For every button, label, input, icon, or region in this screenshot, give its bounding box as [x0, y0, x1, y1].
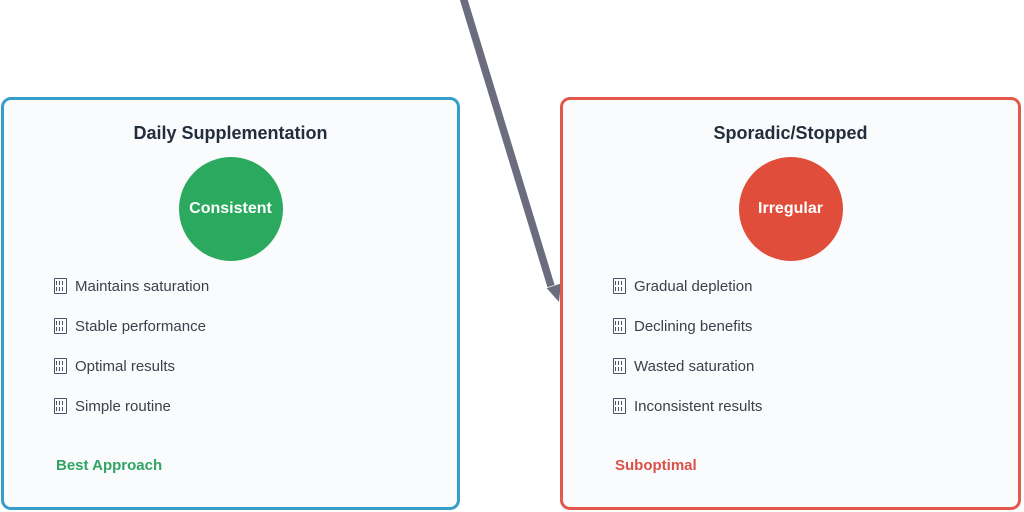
missing-glyph-icon [54, 318, 67, 334]
list-item-label: Declining benefits [634, 317, 753, 335]
list-item: Maintains saturation [54, 277, 457, 295]
list-item: Optimal results [54, 357, 457, 375]
consistent-circle-badge: Consistent [178, 157, 283, 261]
list-item: Wasted saturation [613, 357, 1018, 375]
missing-glyph-icon [54, 398, 67, 414]
verdict-label: Best Approach [56, 457, 163, 474]
missing-glyph-icon [613, 278, 626, 294]
list-item: Simple routine [54, 397, 457, 415]
arrow-head-icon [546, 283, 561, 302]
benefit-list: Maintains saturation Stable performance … [54, 277, 457, 415]
missing-glyph-icon [54, 358, 67, 374]
list-item: Stable performance [54, 317, 457, 335]
missing-glyph-icon [54, 278, 67, 294]
missing-glyph-icon [613, 398, 626, 414]
list-item-label: Simple routine [75, 397, 171, 415]
list-item: Inconsistent results [613, 397, 1018, 415]
arrow-connector-line [459, 0, 555, 288]
list-item-label: Stable performance [75, 317, 206, 335]
missing-glyph-icon [613, 358, 626, 374]
circle-label: Consistent [189, 200, 272, 217]
irregular-circle-badge: Irregular [738, 157, 843, 261]
circle-label: Irregular [758, 200, 823, 217]
list-item-label: Gradual depletion [634, 277, 753, 295]
list-item-label: Inconsistent results [634, 397, 763, 415]
card-sporadic-stopped: Sporadic/Stopped Irregular Gradual deple… [560, 97, 1021, 510]
missing-glyph-icon [613, 318, 626, 334]
list-item-label: Wasted saturation [634, 357, 755, 375]
drawback-list: Gradual depletion Declining benefits Was… [613, 277, 1018, 415]
card-title: Sporadic/Stopped [713, 123, 868, 143]
list-item: Declining benefits [613, 317, 1018, 335]
list-item-label: Optimal results [75, 357, 176, 375]
card-title: Daily Supplementation [133, 123, 328, 143]
verdict-label: Suboptimal [615, 457, 697, 474]
list-item-label: Maintains saturation [75, 277, 210, 295]
card-daily-supplementation: Daily Supplementation Consistent Maintai… [1, 97, 460, 510]
list-item: Gradual depletion [613, 277, 1018, 295]
